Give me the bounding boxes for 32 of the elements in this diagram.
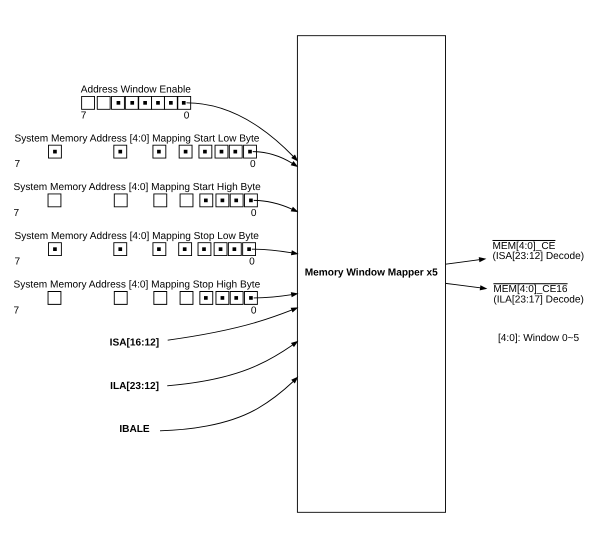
node-text: ILA[23:12] — [110, 380, 160, 392]
label: [4:0]: Window 0~5 — [498, 332, 580, 344]
node-box: Memory Window Mapper x5 — [296, 35, 446, 513]
arrow — [253, 292, 299, 298]
node-label: 0 — [250, 208, 257, 219]
arrow — [253, 200, 298, 212]
node-text: MEM[4:0]_CE (ISA[23:12] Decode) — [492, 240, 584, 262]
arrow — [445, 282, 488, 290]
node-label: System Memory Address [4:0] Mapping Stop Low Byte — [14, 230, 259, 242]
node-label: System Memory Address [4:0] Mapping Start High Byte — [14, 182, 261, 194]
arrow — [160, 376, 298, 432]
arrow — [445, 257, 486, 265]
arrow — [166, 340, 298, 386]
node-label: 0 — [184, 110, 190, 122]
node-label: 7 — [14, 305, 20, 316]
node-label: 7 — [14, 256, 20, 268]
node-text: MEM[4:0]_CE16 (ILA[23:17] Decode) — [493, 284, 584, 306]
node-label: System Memory Address [4:0] Mapping Stop High Byte — [14, 280, 260, 291]
node-label: System Memory Address [4:0] Mapping Start Low Byte — [14, 133, 260, 144]
node-text: IBALE — [119, 424, 150, 436]
node-label: 0 — [250, 305, 257, 316]
arrow — [251, 248, 299, 256]
node-label: 7 — [80, 110, 86, 122]
arrow — [167, 307, 298, 341]
arrow — [252, 151, 298, 168]
node-label: 0 — [249, 256, 255, 268]
node-text: ISA[16:12] — [110, 338, 160, 349]
node-label: 7 — [14, 208, 20, 219]
arrow — [186, 102, 298, 162]
node-label: Address Window Enable — [80, 84, 191, 96]
node-label: 0 — [250, 159, 256, 170]
node-label: 7 — [14, 159, 20, 170]
